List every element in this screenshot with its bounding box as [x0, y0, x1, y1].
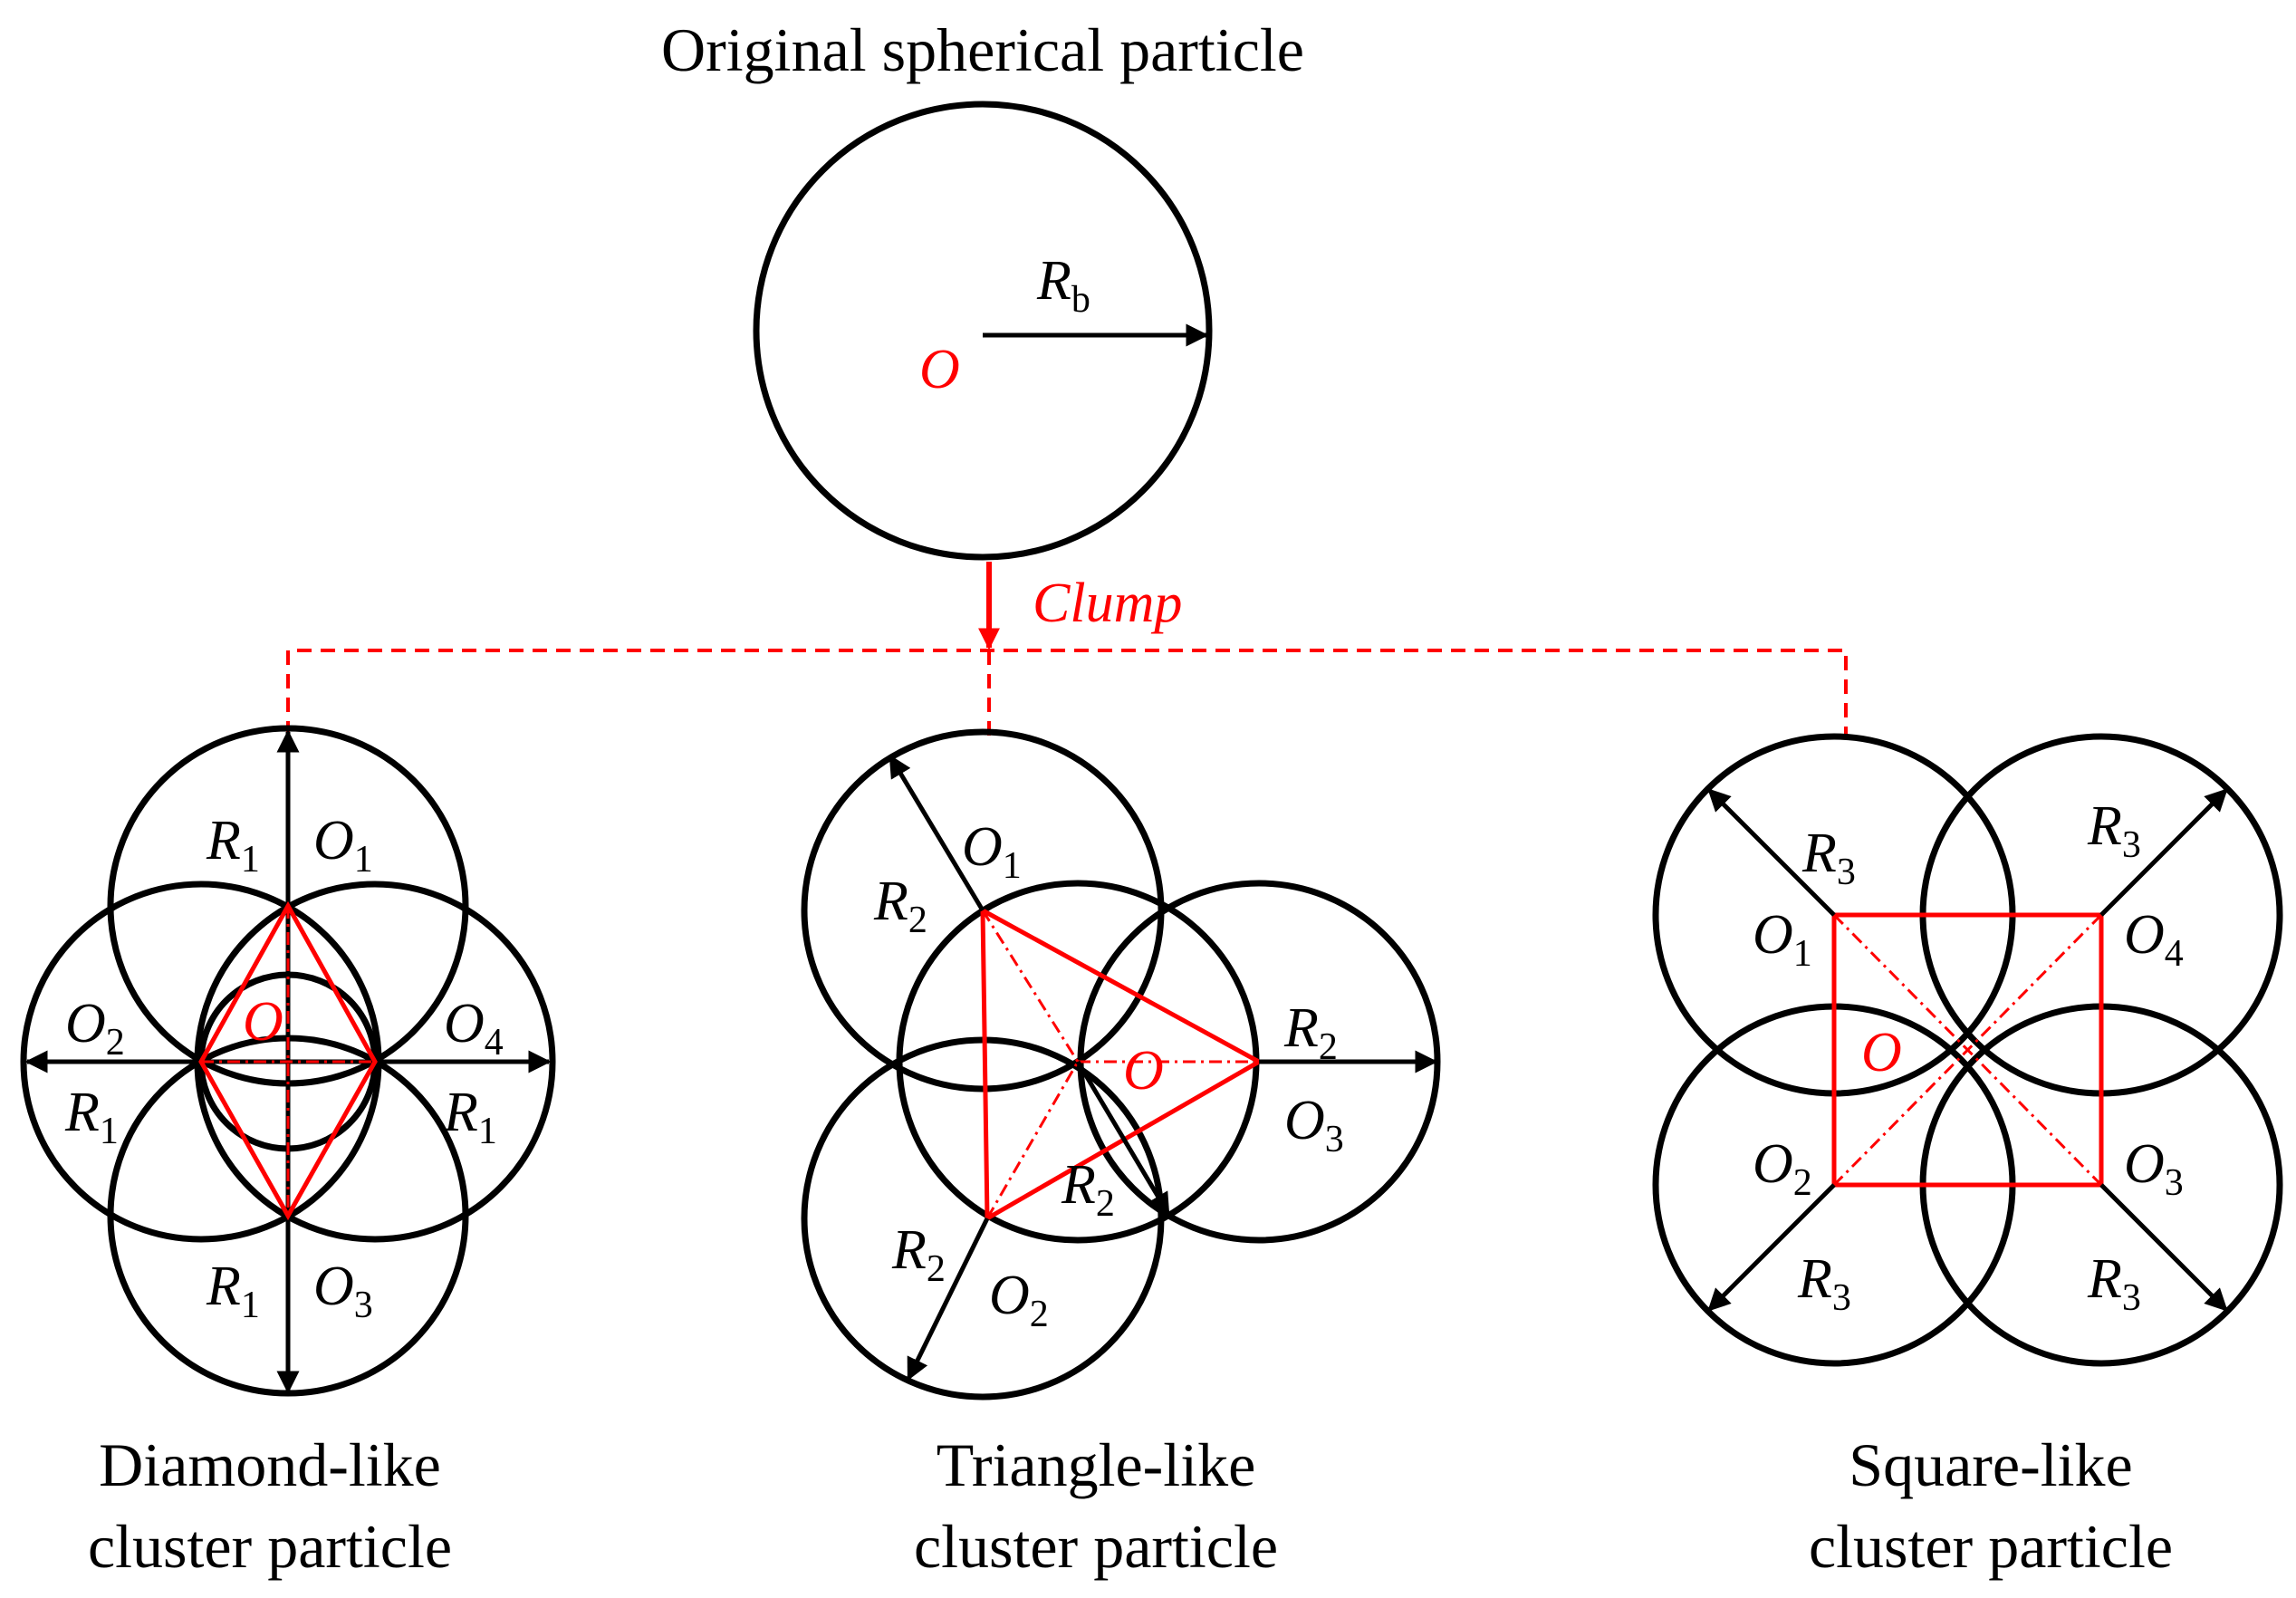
- clump-label: Clump: [1033, 573, 1182, 634]
- square-arrow-o2: [1707, 1183, 1836, 1312]
- square-label: R3: [1797, 1248, 1851, 1319]
- square-label: R3: [1801, 823, 1856, 893]
- diamond-label: O2: [65, 993, 125, 1064]
- diamond-center-label: O: [243, 991, 283, 1053]
- square-label: R3: [2087, 1248, 2141, 1319]
- square-label: O2: [1753, 1133, 1812, 1204]
- triangle-label: O3: [1284, 1090, 1344, 1160]
- diamond-caption-line1: Diamond-like: [99, 1430, 441, 1499]
- diamond-label: R1: [206, 810, 260, 881]
- square-label: R3: [2087, 795, 2141, 866]
- triangle-cluster: O1 R2 R2 O3 R2 R2 O2 O: [801, 728, 1441, 1401]
- square-arrow-o3: [2099, 1183, 2228, 1312]
- square-label: O4: [2124, 904, 2184, 975]
- square-cluster: R3 R3 O1 O4 O2 O3 R3 R3 O: [1652, 733, 2283, 1367]
- square-red-square: [1831, 912, 2104, 1188]
- triangle-label: R2: [1061, 1154, 1115, 1225]
- original-sphere: [753, 101, 1213, 561]
- triangle-arrow-center: [1075, 1060, 1171, 1217]
- diamond-label: R1: [443, 1082, 497, 1152]
- square-label: O1: [1753, 904, 1812, 975]
- triangle-red-median: [981, 910, 1080, 1063]
- square-center-label: O: [1861, 1022, 1902, 1083]
- title: Original spherical particle: [661, 15, 1304, 84]
- triangle-label: R2: [891, 1219, 946, 1290]
- triangle-label: R2: [873, 871, 927, 941]
- diamond-label: R1: [206, 1256, 260, 1326]
- triangle-label: O2: [989, 1265, 1049, 1335]
- square-caption-line1: Square-like: [1849, 1430, 2132, 1499]
- diamond-caption-line2: cluster particle: [88, 1512, 452, 1581]
- diamond-label: O1: [313, 810, 373, 881]
- triangle-caption-line2: cluster particle: [914, 1512, 1278, 1581]
- triangle-label: O1: [962, 816, 1022, 887]
- original-center-label: O: [919, 339, 960, 400]
- triangle-red-median: [985, 1061, 1080, 1219]
- square-label: O3: [2124, 1133, 2184, 1204]
- square-arrow-o4: [2099, 788, 2228, 917]
- branch-connector: [286, 649, 1848, 736]
- triangle-caption-line1: Triangle-like: [937, 1430, 1256, 1499]
- square-arrow-o1: [1707, 788, 1836, 917]
- square-caption-line2: cluster particle: [1809, 1512, 2173, 1581]
- diamond-label: O4: [444, 993, 504, 1064]
- diamond-cluster: R1 O1 O2 O4 R1 R1 R1 O3 O: [20, 725, 556, 1397]
- square-red-diagonal: [1832, 913, 2103, 1187]
- diamond-label: O3: [313, 1256, 373, 1326]
- triangle-center-label: O: [1123, 1040, 1164, 1102]
- triangle-arrow-o2: [906, 1217, 990, 1381]
- diamond-label: R1: [64, 1082, 119, 1152]
- triangle-arrow-o1: [888, 754, 985, 912]
- original-radius-label: Rb: [1036, 250, 1090, 321]
- triangle-label: R2: [1283, 997, 1338, 1068]
